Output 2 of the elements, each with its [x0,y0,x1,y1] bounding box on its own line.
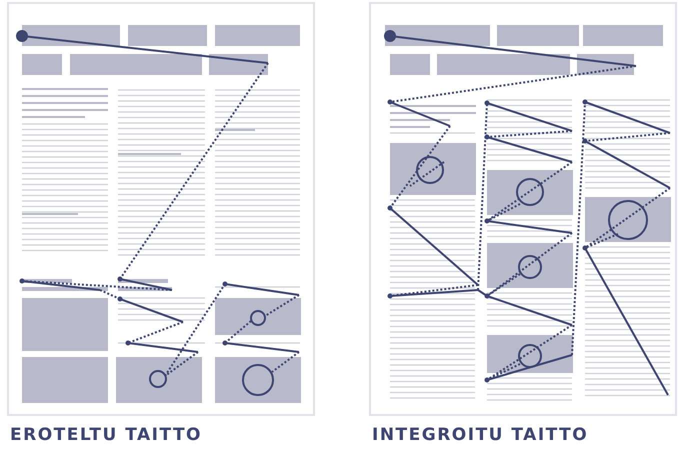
layout-caption: INTEGROITU TAITTO [372,425,588,445]
layout-caption: EROTELTU TAITTO [10,425,202,445]
